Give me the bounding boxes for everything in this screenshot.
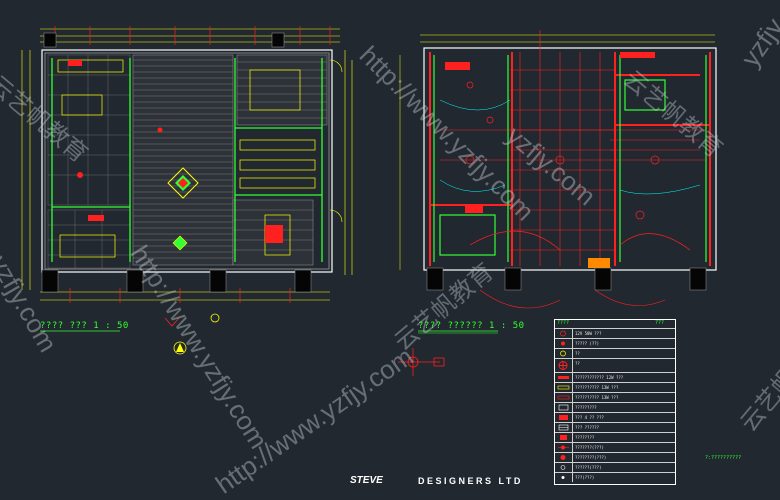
legend-row: ???????(???): [555, 442, 675, 453]
legend-row: ???????????? 12W ???: [555, 372, 675, 383]
legend-row: ????????: [555, 432, 675, 443]
lighting-legend-table: ???? ??? 12V 50W ??? ????? (??) ?? ?? ??…: [554, 319, 676, 485]
outlet-icon: [555, 473, 573, 482]
spotlight-icon: [555, 339, 573, 348]
legend-row: ?????????? 13W ???: [555, 382, 675, 393]
legend-row: ???(???): [555, 472, 675, 483]
lamp-icon: [555, 349, 573, 358]
legend-row: 12V 50W ???: [555, 328, 675, 339]
legend-row: ??? 4 ?? ???: [555, 412, 675, 423]
left-plan-title: ???? ??? 1 : 50: [40, 321, 129, 331]
double-switch-icon: [555, 453, 573, 462]
fluorescent-icon: [555, 383, 573, 392]
right-plan-title: ???? ?????? 1 : 50: [418, 321, 525, 331]
fluorescent-icon: [555, 393, 573, 402]
legend-row: ?????????: [555, 402, 675, 413]
downlight-icon: [555, 329, 573, 338]
legend-row: ??: [555, 358, 675, 373]
legend-row: ??????(???): [555, 462, 675, 473]
legend-header: ???? ???: [555, 320, 675, 327]
legend-row: ?????????? 13W ???: [555, 392, 675, 403]
grille-icon: [555, 413, 573, 422]
vent-icon: [555, 423, 573, 432]
brand-name: STEVE: [350, 475, 383, 486]
right-ceiling-plan: [398, 30, 717, 376]
strip-light-icon: [555, 373, 573, 382]
exhaust-icon: [555, 433, 573, 442]
drawing-note: ?:??????????: [705, 455, 742, 461]
socket-icon: [555, 463, 573, 472]
left-floor-plan: [21, 26, 353, 355]
switch-icon: [555, 443, 573, 452]
brand-suffix: DESIGNERS LTD: [418, 476, 523, 486]
panel-light-icon: [555, 403, 573, 412]
legend-row: ????? (??): [555, 338, 675, 349]
legend-row: ??? ??????: [555, 422, 675, 433]
legend-header-symbol: ????: [557, 320, 570, 326]
legend-header-note: ???: [655, 320, 665, 326]
legend-row: ????????(???): [555, 452, 675, 463]
legend-row: ??: [555, 348, 675, 359]
chandelier-icon: [555, 359, 573, 372]
